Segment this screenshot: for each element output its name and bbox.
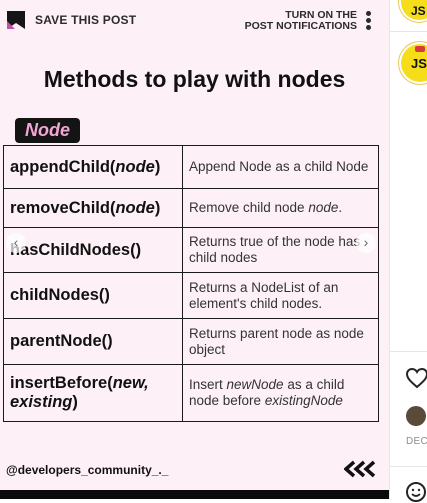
table-row: removeChild(node) Remove child node node…	[3, 188, 379, 228]
avatar[interactable]: JS	[401, 0, 427, 20]
save-post-label: SAVE THIS POST	[35, 13, 137, 27]
method-cell: hasChildNodes()	[3, 227, 183, 273]
description-cell: Insert newNode as a child node before ex…	[182, 364, 379, 422]
node-badge: Node	[15, 118, 80, 143]
save-post-row: SAVE THIS POST	[6, 10, 136, 30]
description-cell: Returns true of the node has child nodes	[182, 227, 379, 273]
post-title: Methods to play with nodes	[43, 66, 346, 92]
description-cell: Returns a NodeList of an element's child…	[182, 272, 379, 319]
chevron-left-icon[interactable]: ‹	[6, 233, 26, 253]
description-cell: Returns parent node as node object	[182, 318, 379, 365]
table-row: insertBefore(new, existing) Insert newNo…	[3, 364, 379, 422]
notification-line-2: POST NOTIFICATIONS	[244, 20, 357, 32]
bookmark-icon	[6, 10, 26, 30]
post-image: SAVE THIS POST TURN ON THE POST NOTIFICA…	[0, 0, 389, 490]
heart-icon[interactable]	[405, 367, 427, 389]
table-row: childNodes() Returns a NodeList of an el…	[3, 272, 379, 319]
table-row: hasChildNodes() Returns true of the node…	[3, 227, 379, 273]
avatar[interactable]: JS	[401, 44, 427, 82]
liker-avatar[interactable]	[406, 406, 426, 426]
description-cell: Append Node as a child Node	[182, 145, 379, 189]
method-cell: removeChild(node)	[3, 188, 183, 228]
notification-line-1: TURN ON THE	[285, 9, 357, 21]
triple-chevron-left-icon	[344, 460, 376, 478]
method-cell: childNodes()	[3, 272, 183, 319]
method-cell: appendChild(node)	[3, 145, 183, 189]
divider	[390, 351, 427, 352]
post-date: DEC	[406, 436, 427, 447]
method-cell: insertBefore(new, existing)	[3, 364, 183, 422]
table-row: appendChild(node) Append Node as a child…	[3, 145, 379, 189]
table-row: parentNode() Returns parent node as node…	[3, 318, 379, 365]
description-cell: Remove child node node.	[182, 188, 379, 228]
bottom-bar	[0, 490, 389, 499]
author-handle: @developers_community_._	[6, 463, 169, 477]
method-cell: parentNode()	[3, 318, 183, 365]
divider	[390, 466, 427, 467]
more-vertical-icon	[366, 11, 372, 31]
panel-divider	[389, 0, 390, 499]
notification-reminder: TURN ON THE POST NOTIFICATIONS	[245, 10, 357, 32]
methods-table: appendChild(node) Append Node as a child…	[3, 145, 379, 422]
emoji-icon[interactable]	[405, 481, 427, 503]
divider	[390, 31, 427, 32]
chevron-right-icon[interactable]: ›	[356, 233, 376, 253]
